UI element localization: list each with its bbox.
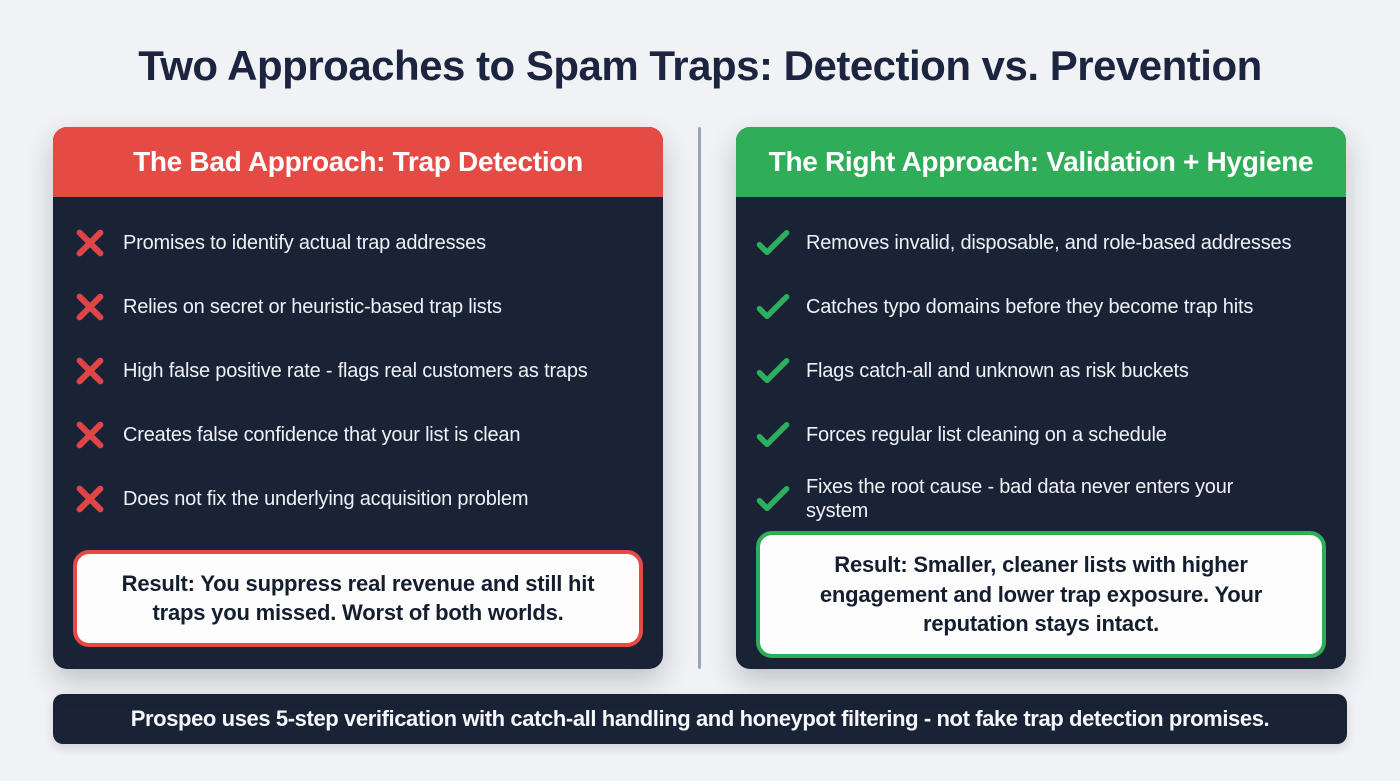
- check-icon: [756, 418, 790, 452]
- x-icon: [73, 290, 107, 324]
- footer-banner: Prospeo uses 5-step verification with ca…: [53, 694, 1347, 744]
- list-item-label: Does not fix the underlying acquisition …: [123, 488, 529, 510]
- x-icon: [73, 226, 107, 260]
- check-icon: [756, 226, 790, 260]
- list-item-label: Catches typo domains before they become …: [806, 296, 1254, 318]
- list-item-label: Promises to identify actual trap address…: [123, 232, 486, 254]
- bad-approach-body: Promises to identify actual trap address…: [53, 197, 663, 669]
- right-approach-body: Removes invalid, disposable, and role-ba…: [736, 197, 1346, 669]
- x-icon: [73, 354, 107, 388]
- right-approach-list: Removes invalid, disposable, and role-ba…: [756, 211, 1334, 531]
- right-approach-card: The Right Approach: Validation + Hygiene…: [736, 127, 1346, 669]
- bad-approach-header: The Bad Approach: Trap Detection: [53, 127, 663, 197]
- list-item-label: Creates false confidence that your list …: [123, 424, 521, 446]
- bad-result-box: Result: You suppress real revenue and st…: [73, 549, 643, 647]
- list-item-label: Fixes the root cause - bad data never en…: [806, 476, 1234, 522]
- comparison-cards: The Bad Approach: Trap Detection Promise…: [0, 127, 1400, 669]
- list-item: Does not fix the underlying acquisition …: [73, 467, 651, 531]
- list-item-label: Flags catch-all and unknown as risk buck…: [806, 360, 1189, 382]
- list-item: Promises to identify actual trap address…: [73, 211, 651, 275]
- check-icon: [756, 482, 790, 516]
- list-item: Relies on secret or heuristic-based trap…: [73, 275, 651, 339]
- bad-approach-card: The Bad Approach: Trap Detection Promise…: [53, 127, 663, 669]
- list-item: Removes invalid, disposable, and role-ba…: [756, 211, 1334, 275]
- right-approach-header: The Right Approach: Validation + Hygiene: [736, 127, 1346, 197]
- list-item: Creates false confidence that your list …: [73, 403, 651, 467]
- list-item-label: Removes invalid, disposable, and role-ba…: [806, 232, 1292, 254]
- list-item: Forces regular list cleaning on a schedu…: [756, 403, 1334, 467]
- x-icon: [73, 418, 107, 452]
- right-result-box: Result: Smaller, cleaner lists with high…: [756, 531, 1326, 659]
- list-item: Flags catch-all and unknown as risk buck…: [756, 339, 1334, 403]
- vertical-divider: [698, 127, 701, 669]
- list-item-label: High false positive rate - flags real cu…: [123, 360, 588, 382]
- bad-approach-list: Promises to identify actual trap address…: [73, 211, 651, 531]
- list-item: Fixes the root cause - bad data never en…: [756, 467, 1334, 531]
- check-icon: [756, 290, 790, 324]
- x-icon: [73, 482, 107, 516]
- list-item: Catches typo domains before they become …: [756, 275, 1334, 339]
- list-item: High false positive rate - flags real cu…: [73, 339, 651, 403]
- list-item-label: Relies on secret or heuristic-based trap…: [123, 296, 502, 318]
- page-title: Two Approaches to Spam Traps: Detection …: [138, 42, 1262, 89]
- list-item-label: Forces regular list cleaning on a schedu…: [806, 424, 1167, 446]
- check-icon: [756, 354, 790, 388]
